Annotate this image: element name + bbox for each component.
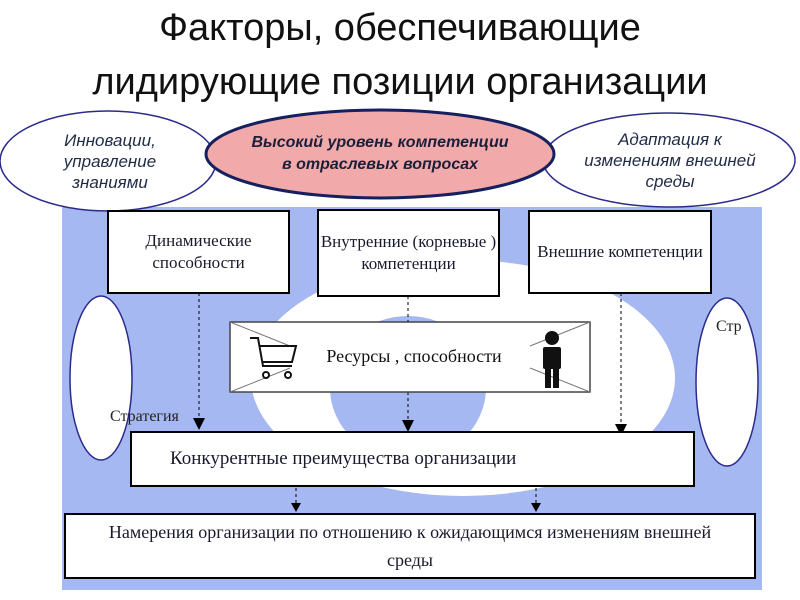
competitive-advantages-box: Конкурентные преимущества организации (130, 431, 695, 487)
internal-competencies-box: Внутренние (корневые ) компетенции (317, 209, 500, 297)
strategy-label-left: Стратегия (110, 408, 179, 425)
oval-high-competence-text: Высокий уровень компетенции в отраслевых… (251, 134, 509, 173)
person-icon (543, 331, 561, 388)
oval-adaptation-text: Адаптация к изменениям внешней среды (584, 129, 756, 191)
arrowhead-external (615, 424, 627, 436)
page-title-line-2: лидирующие позиции организации (92, 61, 708, 103)
arrowhead-internal (402, 420, 414, 432)
oval-high-competence (204, 108, 556, 200)
arrowhead-adv-left (291, 503, 301, 512)
dynamic-capabilities-box: Динамические способности (107, 210, 290, 294)
resources-label: Ресурсы , способности (326, 346, 502, 366)
right-side-oval (695, 297, 759, 467)
organization-intentions-box: Намерения организации по отношению к ожи… (64, 513, 756, 579)
arrowhead-dynamic (193, 418, 205, 430)
page-title-line-1: Факторы, обеспечивающие (159, 7, 641, 49)
external-competencies-box: Внешние компетенции (528, 210, 712, 294)
oval-innovations-text: Инновации, управление знаниями (63, 130, 157, 192)
strategy-label-right: Стр (716, 318, 742, 335)
left-side-oval (69, 295, 133, 461)
resources-box-frame (229, 321, 591, 393)
shopping-cart-icon (250, 337, 298, 379)
arrowhead-adv-right (531, 503, 541, 512)
